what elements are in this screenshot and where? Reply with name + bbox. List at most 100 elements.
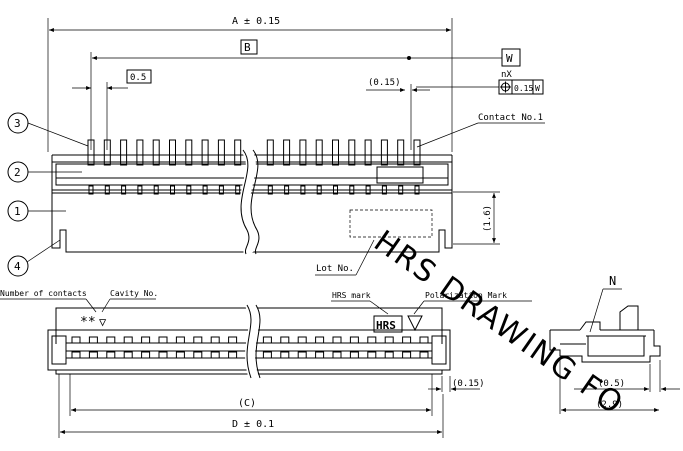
front-contact <box>88 336 98 359</box>
dimension-015-top-label: (0.15) <box>368 78 401 88</box>
front-contact <box>297 336 307 359</box>
watermark: HRS DRAWING FO <box>367 224 630 423</box>
position-tolerance-value: 0.15 <box>514 84 533 93</box>
contact-pin <box>169 139 176 195</box>
contact-pin <box>299 139 307 195</box>
nx-label: nX <box>501 70 512 80</box>
callout-4: 4 <box>7 239 61 277</box>
front-contact <box>106 336 116 359</box>
contact-pin <box>87 139 95 195</box>
front-contact <box>262 336 272 359</box>
front-contact <box>402 336 412 359</box>
top-contacts <box>87 139 421 195</box>
dimension-16-label: (1.6) <box>483 205 493 232</box>
front-contact <box>280 336 290 359</box>
contact-pin <box>217 139 225 195</box>
callout-3: 3 <box>7 112 89 147</box>
cavity-triangle: ▽ <box>99 315 107 329</box>
lot-no-area <box>349 209 433 238</box>
dimension-d: D ± 0.1 <box>58 374 444 438</box>
contact-no1-marker <box>376 166 424 184</box>
contact-pin <box>348 139 356 195</box>
front-contact <box>315 336 325 359</box>
front-contact <box>332 336 342 359</box>
contact-pin <box>380 139 388 195</box>
callout-2: 2 <box>7 161 82 183</box>
contact-pin <box>120 139 128 195</box>
dimension-d-label: D ± 0.1 <box>232 419 274 430</box>
contact-pin <box>152 139 160 195</box>
callout-1: 1 <box>7 200 66 222</box>
datum-w-label: W <box>506 52 513 65</box>
dimension-05-side: (0.5) <box>574 360 680 392</box>
front-contact <box>228 336 238 359</box>
dimension-b-label: B <box>244 41 251 54</box>
datum-w-box <box>501 48 521 67</box>
dimension-29-side-label: (2.9) <box>596 400 623 410</box>
star-marks: ** <box>80 315 96 330</box>
dimension-29-side: (2.9) <box>559 358 659 414</box>
position-datum-label: W <box>535 84 540 93</box>
watermark-text: HRS DRAWING FO <box>367 224 630 423</box>
polarization-triangle <box>407 315 423 332</box>
contact-pin <box>136 139 144 195</box>
lot-no-label: Lot No. <box>316 264 354 274</box>
callout-3-label: 3 <box>14 117 21 130</box>
front-contact <box>123 336 133 359</box>
contact-pin <box>315 139 323 195</box>
front-view: Number of contacts Cavity No. HRS mark P… <box>0 289 532 380</box>
front-contact <box>210 336 220 359</box>
hrs-logo-text: HRS <box>376 319 396 332</box>
front-contact <box>141 336 151 359</box>
hrs-mark-label: HRS mark <box>332 291 371 300</box>
section-n-label: N <box>609 274 616 288</box>
front-contact <box>193 336 203 359</box>
front-contacts <box>71 336 429 359</box>
contact-pin <box>397 139 405 195</box>
front-contact <box>71 336 81 359</box>
dimension-b: B <box>90 39 502 150</box>
contact-pin <box>283 139 291 195</box>
contact-pin <box>103 139 111 195</box>
dimension-a: A ± 0.15 <box>47 16 453 152</box>
front-contact <box>349 336 359 359</box>
front-contact <box>384 336 394 359</box>
contact-pin <box>413 139 421 195</box>
cavity-no-label: Cavity No. <box>110 289 158 298</box>
contact-pin <box>185 139 193 195</box>
dimension-c-label: (C) <box>238 398 256 409</box>
lot-no-callout: Lot No. <box>315 239 375 276</box>
top-view <box>51 139 453 257</box>
front-contact <box>367 336 377 359</box>
callout-4-label: 4 <box>14 260 21 273</box>
dimension-b-box <box>240 39 258 55</box>
contact-no1-label: Contact No.1 <box>478 113 543 123</box>
front-contact <box>419 336 429 359</box>
number-of-contacts-label: Number of contacts <box>0 289 87 298</box>
datum-w: W <box>501 48 521 67</box>
front-contact <box>158 336 168 359</box>
front-contact <box>175 336 185 359</box>
dimension-015-bottom-label: (0.15) <box>452 379 485 389</box>
position-tolerance-frame: nX 0.15 W <box>498 70 544 95</box>
pitch-label: 0.5 <box>130 73 146 83</box>
dimension-pitch: 0.5 <box>72 69 152 150</box>
dimension-015-top: (0.15) <box>366 78 430 150</box>
hrs-logo: HRS <box>373 315 403 333</box>
contact-pin <box>234 139 242 195</box>
contact-pin <box>332 139 339 195</box>
dimension-16: (1.6) <box>453 191 500 245</box>
dimension-015-bottom: (0.15) <box>428 376 485 392</box>
contact-pin <box>201 139 209 195</box>
contact-no1-callout: Contact No.1 <box>416 113 545 148</box>
side-view: N <box>549 274 661 363</box>
contact-pin <box>266 139 274 195</box>
dimension-05-side-label: (0.5) <box>598 379 625 389</box>
dimension-a-label: A ± 0.15 <box>232 16 280 27</box>
callout-1-label: 1 <box>14 205 21 218</box>
pitch-box <box>126 69 152 84</box>
dimension-c: (C) <box>69 374 433 416</box>
callout-2-label: 2 <box>14 166 21 179</box>
position-icon <box>500 81 511 93</box>
